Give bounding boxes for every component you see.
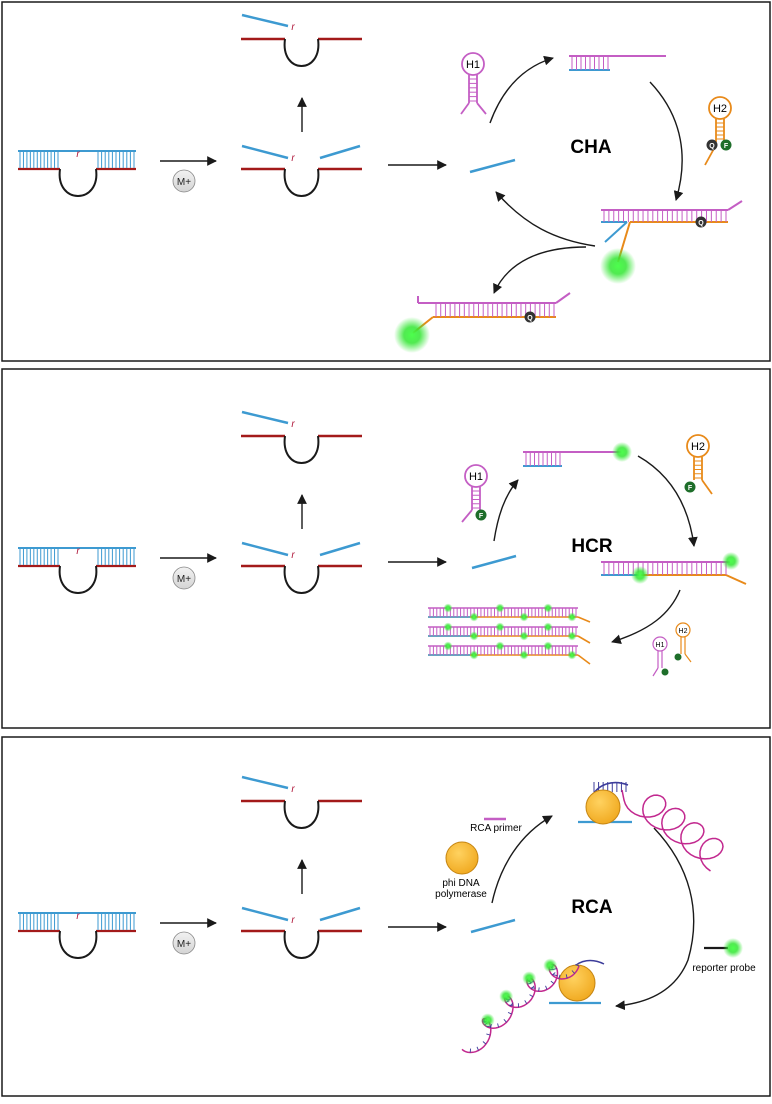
svg-text:r: r	[291, 153, 295, 164]
released-duplex: Q	[394, 293, 570, 353]
svg-text:M+: M+	[177, 177, 191, 188]
small-h2-label: H2	[679, 628, 688, 635]
fluor-label-h1-hcr: F	[479, 513, 484, 520]
h1-trigger-duplex	[569, 56, 666, 70]
svg-text:M+: M+	[177, 939, 191, 950]
svg-text:M+: M+	[177, 574, 191, 585]
quencher-label-complex: Q	[698, 220, 704, 227]
h1-label-cha: H1	[466, 59, 480, 71]
hcr-arrow-right	[638, 456, 694, 546]
hcr-complex	[601, 552, 746, 584]
three-strand-complex: Q	[600, 201, 742, 284]
hairpin-h2-cha: H2 Q F	[705, 97, 732, 165]
hairpin-h2-hcr: H2 F	[685, 435, 713, 494]
reporter-probe-label: reporter probe	[692, 963, 756, 974]
hairpin-h1-cha: H1	[461, 53, 486, 114]
glow-released	[394, 317, 430, 353]
panel-title-rca: RCA	[571, 897, 612, 918]
panel-rca: rM+rr RCA RCA primer phi DNA polymerase …	[2, 737, 770, 1096]
rca-template-bottom	[462, 958, 604, 1052]
glow-complex	[600, 248, 636, 284]
svg-text:r: r	[291, 419, 295, 430]
trigger-strand-hcr	[472, 556, 516, 568]
rca-template-top	[578, 782, 723, 871]
hcr-arrow-down	[612, 590, 680, 642]
reporter-probe-glow	[723, 938, 743, 958]
svg-text:r: r	[291, 784, 295, 795]
trigger-strand-cha	[470, 160, 515, 172]
hcr-arrow-up	[494, 480, 518, 541]
cycle-arrow-right	[650, 82, 682, 200]
fluor-label: F	[724, 143, 729, 150]
svg-text:r: r	[291, 550, 295, 561]
h2-label-hcr: H2	[691, 441, 705, 453]
quencher-label: Q	[709, 143, 715, 150]
panel-title-hcr: HCR	[571, 536, 612, 557]
svg-text:r: r	[291, 915, 295, 926]
polymerase-sphere	[446, 842, 478, 874]
panel-cha: rM+rr CHA H1 H2	[2, 2, 770, 361]
quencher-label-released: Q	[527, 315, 533, 322]
panel-rca-frame	[2, 737, 770, 1096]
hcr-polymer	[428, 604, 590, 665]
rca-product-coil-top	[622, 790, 723, 871]
polymerase-label-line1: phi DNA	[442, 878, 480, 889]
fluor-label-h2-hcr: F	[688, 485, 693, 492]
release-arrow	[494, 247, 586, 293]
rca-arrow-down	[616, 828, 694, 1006]
small-h1-label: H1	[656, 642, 665, 649]
h2-label-cha: H2	[713, 103, 727, 115]
svg-text:r: r	[291, 22, 295, 33]
cleavage-scheme-rca: rM+rr	[18, 777, 446, 958]
rca-primer-label: RCA primer	[470, 823, 522, 834]
h1-label-hcr: H1	[469, 471, 483, 483]
panel-hcr: rM+rr HCR H1 F H2	[2, 369, 770, 728]
h1-trigger-duplex-hcr	[523, 442, 632, 466]
cleavage-scheme-hcr: rM+rr	[18, 412, 446, 593]
small-hairpins: H1 H2	[653, 623, 691, 676]
cleavage-scheme-cha: rM+rr	[18, 15, 446, 196]
panel-title-cha: CHA	[570, 137, 611, 158]
hairpin-h1-hcr: H1 F	[462, 465, 487, 522]
polymerase-label-line2: polymerase	[435, 889, 487, 900]
cycle-arrow-bottom	[496, 192, 595, 246]
trigger-strand-rca	[471, 920, 515, 932]
cycle-arrow-top	[490, 58, 553, 123]
